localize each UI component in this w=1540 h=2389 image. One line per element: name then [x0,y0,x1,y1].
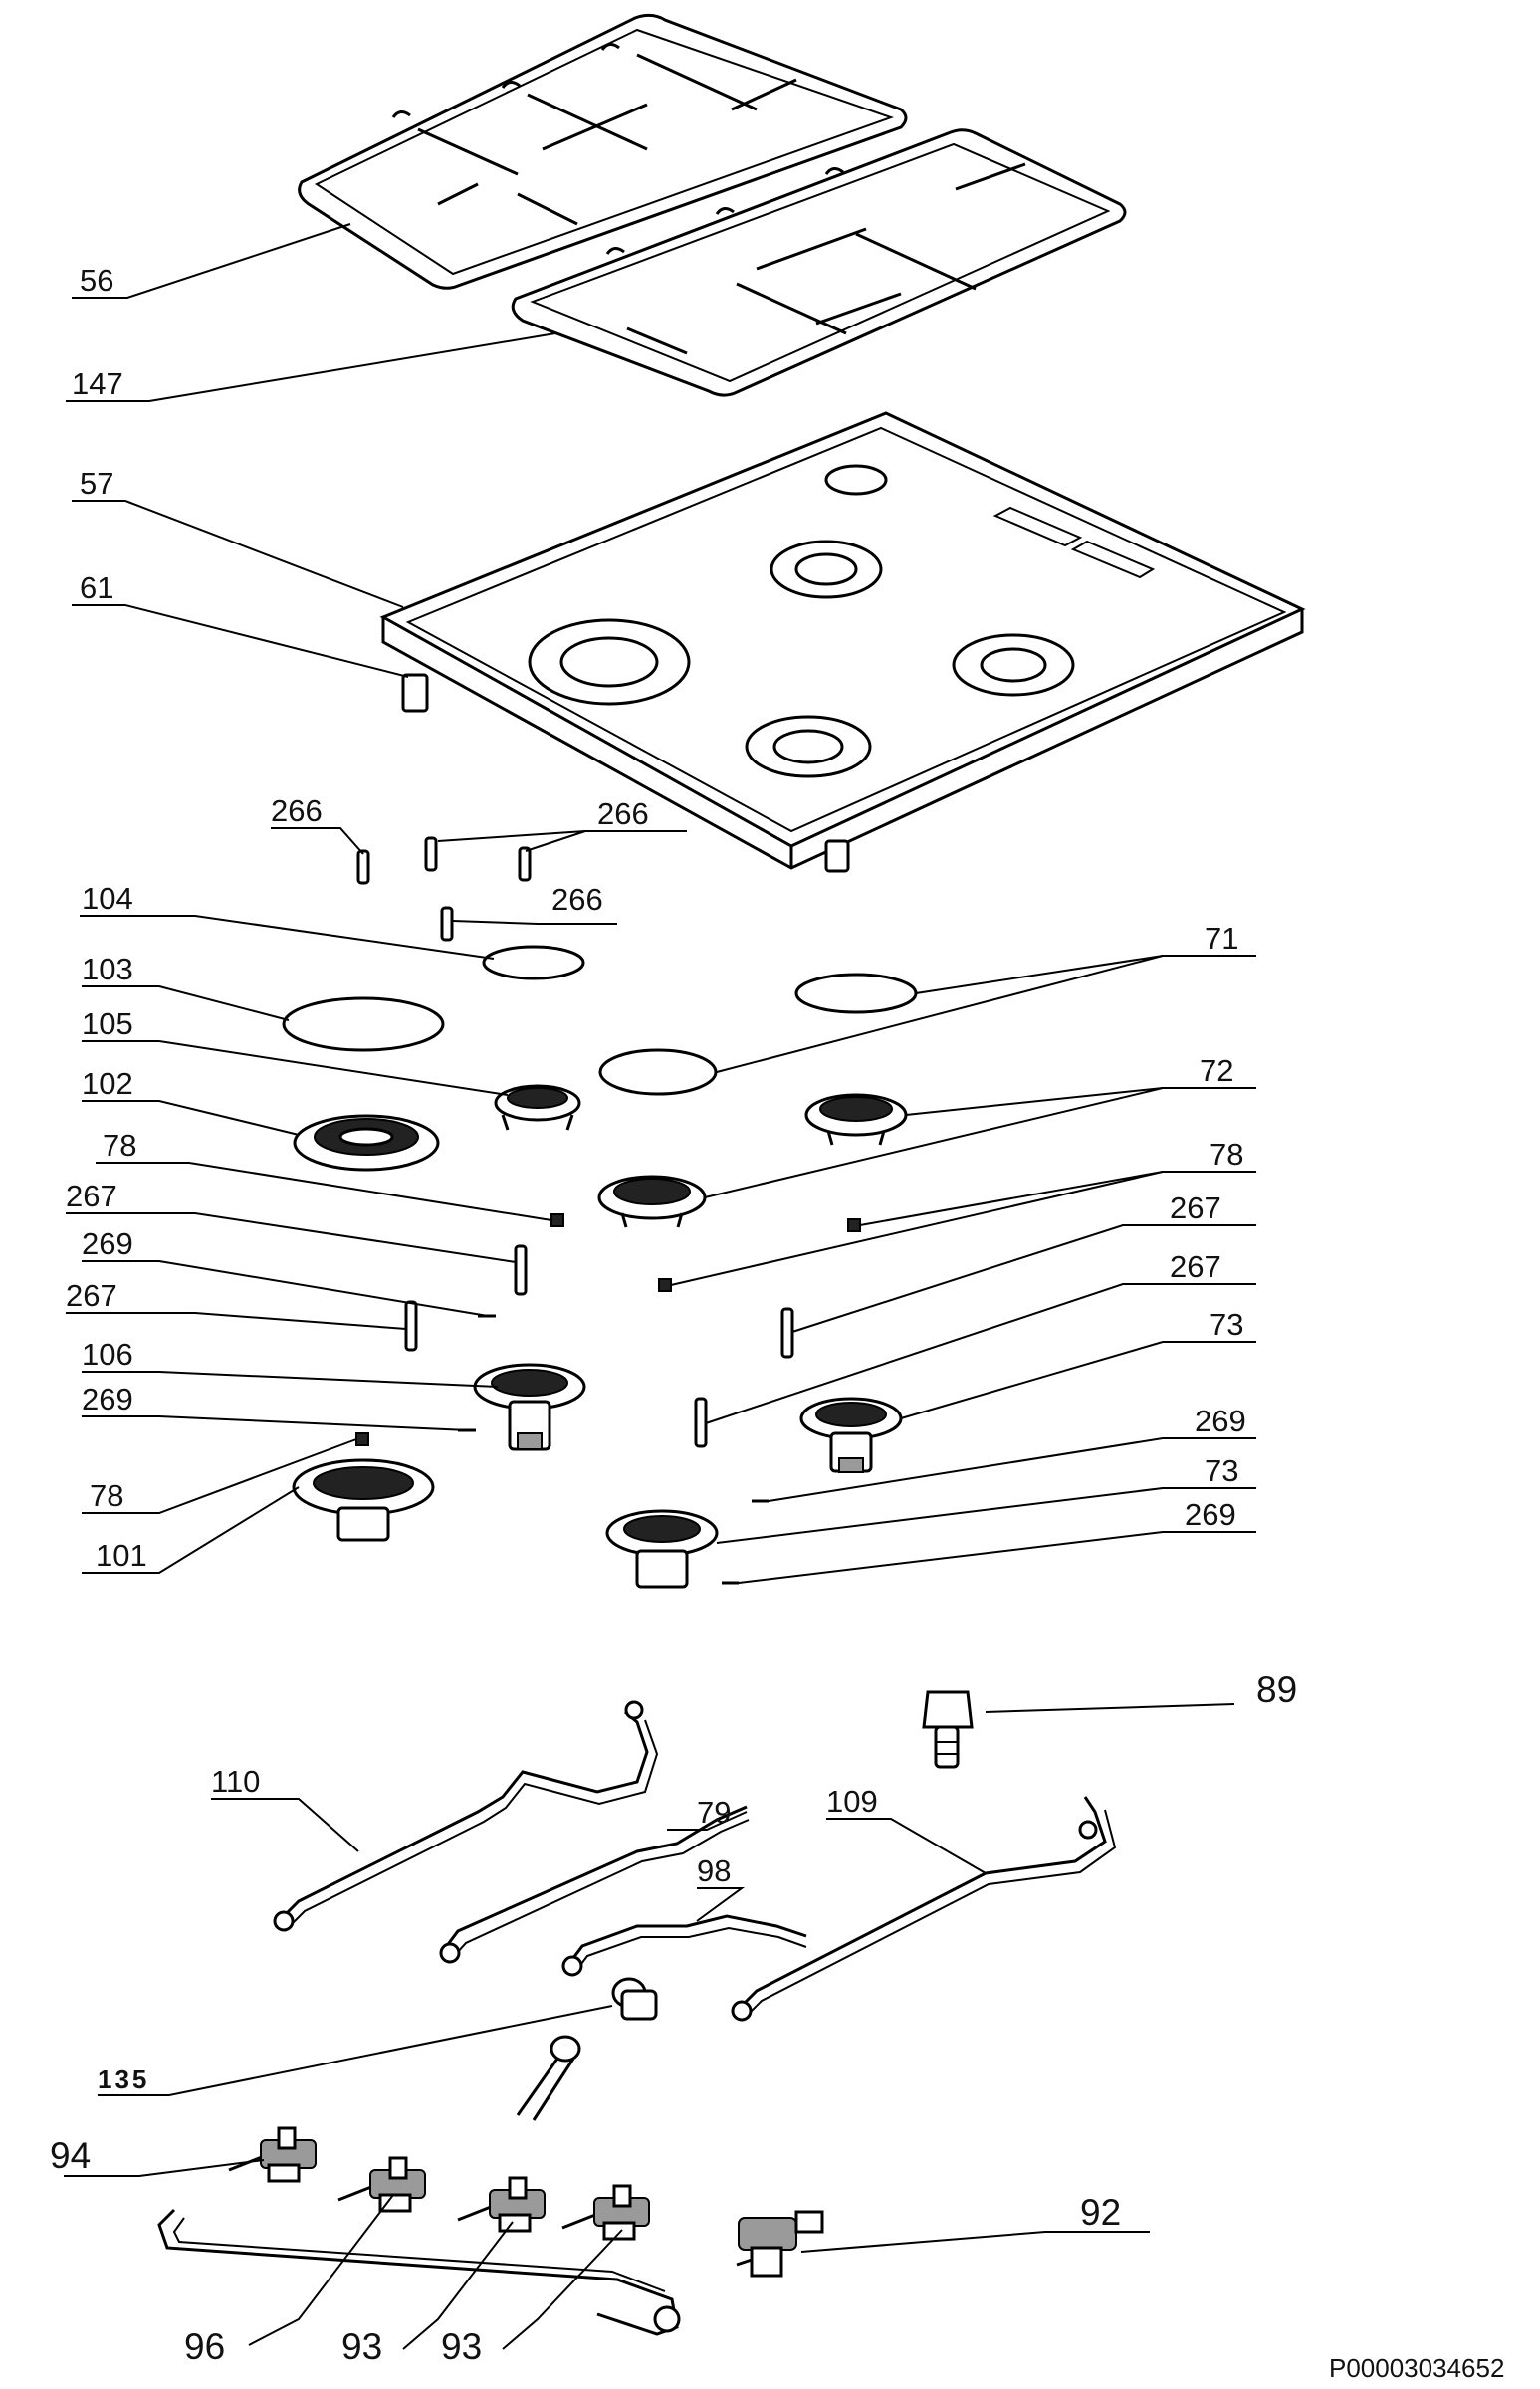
callout-78: 78 [1210,1137,1243,1172]
gas-valve-94 [228,2126,317,2183]
callout-269: 269 [1195,1404,1246,1438]
burner-cap-103 [282,996,445,1052]
callout-269: 269 [1185,1497,1236,1532]
callout-267: 267 [66,1278,117,1313]
burner-base-73b [605,1509,719,1589]
burner-crown-102 [293,1114,440,1172]
callout-269: 269 [82,1226,133,1261]
clip-61 [401,673,850,873]
callout-57: 57 [80,466,113,501]
callout-56: 56 [80,263,113,298]
callout-78: 78 [90,1478,123,1513]
leader-lines [64,223,1256,2350]
pan-support-grid-147 [511,128,1127,397]
callout-104: 104 [82,881,133,916]
callout-71: 71 [1205,921,1238,956]
callout-266: 266 [551,882,603,917]
gas-pipe-109 [735,1796,1107,2013]
callout-267: 267 [1170,1191,1221,1225]
gas-pipe-98 [565,1914,807,1967]
callout-73: 73 [1210,1307,1243,1342]
callout-101: 101 [96,1538,147,1573]
callout-98: 98 [697,1853,731,1888]
callout-72: 72 [1200,1053,1233,1088]
burner-base-101 [292,1458,435,1542]
callout-92: 92 [1080,2192,1121,2233]
gas-valve-92 [736,2210,824,2278]
callout-96: 96 [184,2326,225,2367]
callout-110: 110 [211,1764,260,1799]
callout-94: 94 [50,2135,91,2176]
callout-105: 105 [82,1006,133,1041]
callout-78: 78 [103,1128,136,1163]
burner-bases [292,1363,903,1589]
burner-caps [282,945,918,1096]
burner-crown-72b [597,1175,707,1228]
callout-103: 103 [82,952,133,986]
pipe-fitting-135 [516,1977,658,2121]
gas-pipe-79 [441,1805,748,1952]
gas-valve-96 [337,2156,426,2213]
callout-93: 93 [341,2326,382,2367]
burner-cap-71 [794,973,918,1014]
callout-102: 102 [82,1066,133,1101]
callout-267: 267 [66,1179,117,1213]
callout-73: 73 [1205,1453,1238,1488]
callout-147: 147 [72,366,123,401]
gas-valves [228,2126,824,2278]
gas-valve-93a [457,2176,546,2233]
document-code: P00003034652 [1329,2353,1504,2383]
burner-base-106 [473,1363,586,1451]
burner-base-73a [799,1397,903,1473]
callout-106: 106 [82,1337,133,1372]
callout-266: 266 [597,796,649,831]
burner-crown-105 [494,1084,581,1131]
callout-135: 135 [98,2064,149,2094]
gas-valve-93b [561,2184,650,2241]
callout-89: 89 [1256,1669,1297,1710]
callout-269: 269 [82,1382,133,1416]
burner-cap-104 [482,945,585,980]
burner-cap-71b [598,1048,718,1096]
hob-top-57 [379,411,1306,870]
callout-109: 109 [826,1784,878,1819]
callout-labels: 56 147 57 61 266 266 266 104 103 105 102… [50,263,1297,2367]
gas-pipes [273,1700,1117,2022]
gas-pipe-110 [277,1710,649,1923]
burner-crowns [293,1084,908,1228]
injector-89 [922,1690,974,1769]
pan-support-grid-56 [298,13,908,290]
callout-79: 79 [697,1795,731,1830]
callout-93: 93 [441,2326,482,2367]
callout-61: 61 [80,570,113,605]
burner-crown-72a [804,1093,908,1146]
electrode-266-group [356,836,532,942]
callout-267: 267 [1170,1249,1221,1284]
gas-valve-manifold [157,2208,681,2336]
callout-266: 266 [271,793,323,828]
